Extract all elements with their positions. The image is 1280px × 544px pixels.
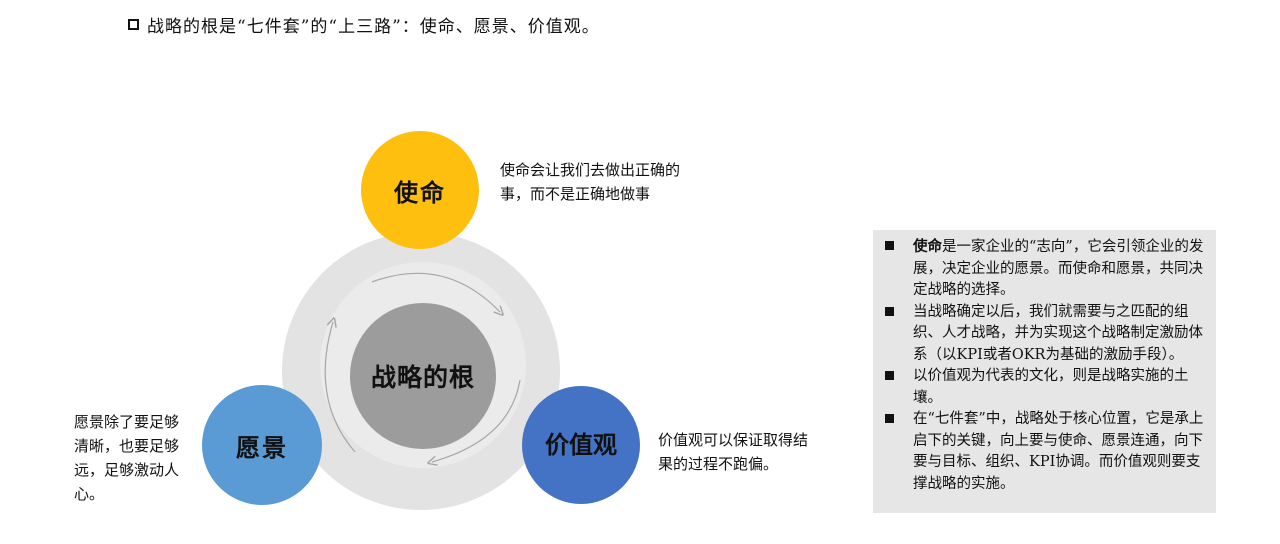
page-title: 战略的根是“七件套”的“上三路”：使命、愿景、价值观。	[147, 17, 600, 37]
bullet-text: 当战略确定以后，我们就需要与之匹配的组织、人才战略，并为实现这个战略制定激励体系…	[913, 303, 1203, 363]
bullet-text: 是一家企业的“志向”，它会引领企业的发展，决定企业的愿景。而使命和愿景，共同决定…	[913, 239, 1204, 298]
bullet-square-icon	[885, 306, 894, 316]
arrow-left	[324, 322, 356, 453]
vision-note: 愿景除了要足够清晰，也要足够远，足够激动人心。	[74, 413, 180, 503]
mission-circle: 使命	[361, 131, 479, 249]
bullet-square-icon	[885, 414, 894, 423]
bullet-text: 在“七件套”中，战略处于核心位置，它是承上启下的关键，向上要与使命、愿景连通，向…	[913, 411, 1204, 492]
vision-circle: 愿景	[202, 385, 322, 505]
checkbox-square-icon	[128, 19, 139, 30]
arrow-top	[371, 272, 500, 312]
arrow-right	[432, 379, 521, 462]
bullet-item-values: 以价值观为代表的文化，则是战略实施的土壤。	[885, 366, 1204, 409]
bullet-text: 以价值观为代表的文化，则是战略实施的土壤。	[913, 368, 1189, 406]
bullet-list: 使命是一家企业的“志向”，它会引领企业的发展，决定企业的愿景。而使命和愿景，共同…	[885, 236, 1204, 495]
bullet-bold-term: 使命	[913, 238, 942, 255]
title-row: 战略的根是“七件套”的“上三路”：使命、愿景、价值观。	[128, 12, 600, 37]
bullet-item-strategy: 当战略确定以后，我们就需要与之匹配的组织、人才战略，并为实现这个战略制定激励体系…	[885, 302, 1204, 367]
bullet-item-mission: 使命是一家企业的“志向”，它会引领企业的发展，决定企业的愿景。而使命和愿景，共同…	[885, 236, 1204, 302]
center-circle: 战略的根	[350, 303, 496, 449]
values-note: 价值观可以保证取得结果的过程不跑偏。	[658, 431, 809, 473]
bullet-square-icon	[885, 241, 894, 250]
bullet-square-icon	[885, 371, 894, 380]
explanation-panel: 使命是一家企业的“志向”，它会引领企业的发展，决定企业的愿景。而使命和愿景，共同…	[873, 230, 1216, 513]
bullet-item-seven: 在“七件套”中，战略处于核心位置，它是承上启下的关键，向上要与使命、愿景连通，向…	[885, 409, 1204, 495]
mission-note: 使命会让我们去做出正确的事，而不是正确地做事	[500, 161, 681, 203]
values-circle: 价值观	[522, 386, 640, 504]
